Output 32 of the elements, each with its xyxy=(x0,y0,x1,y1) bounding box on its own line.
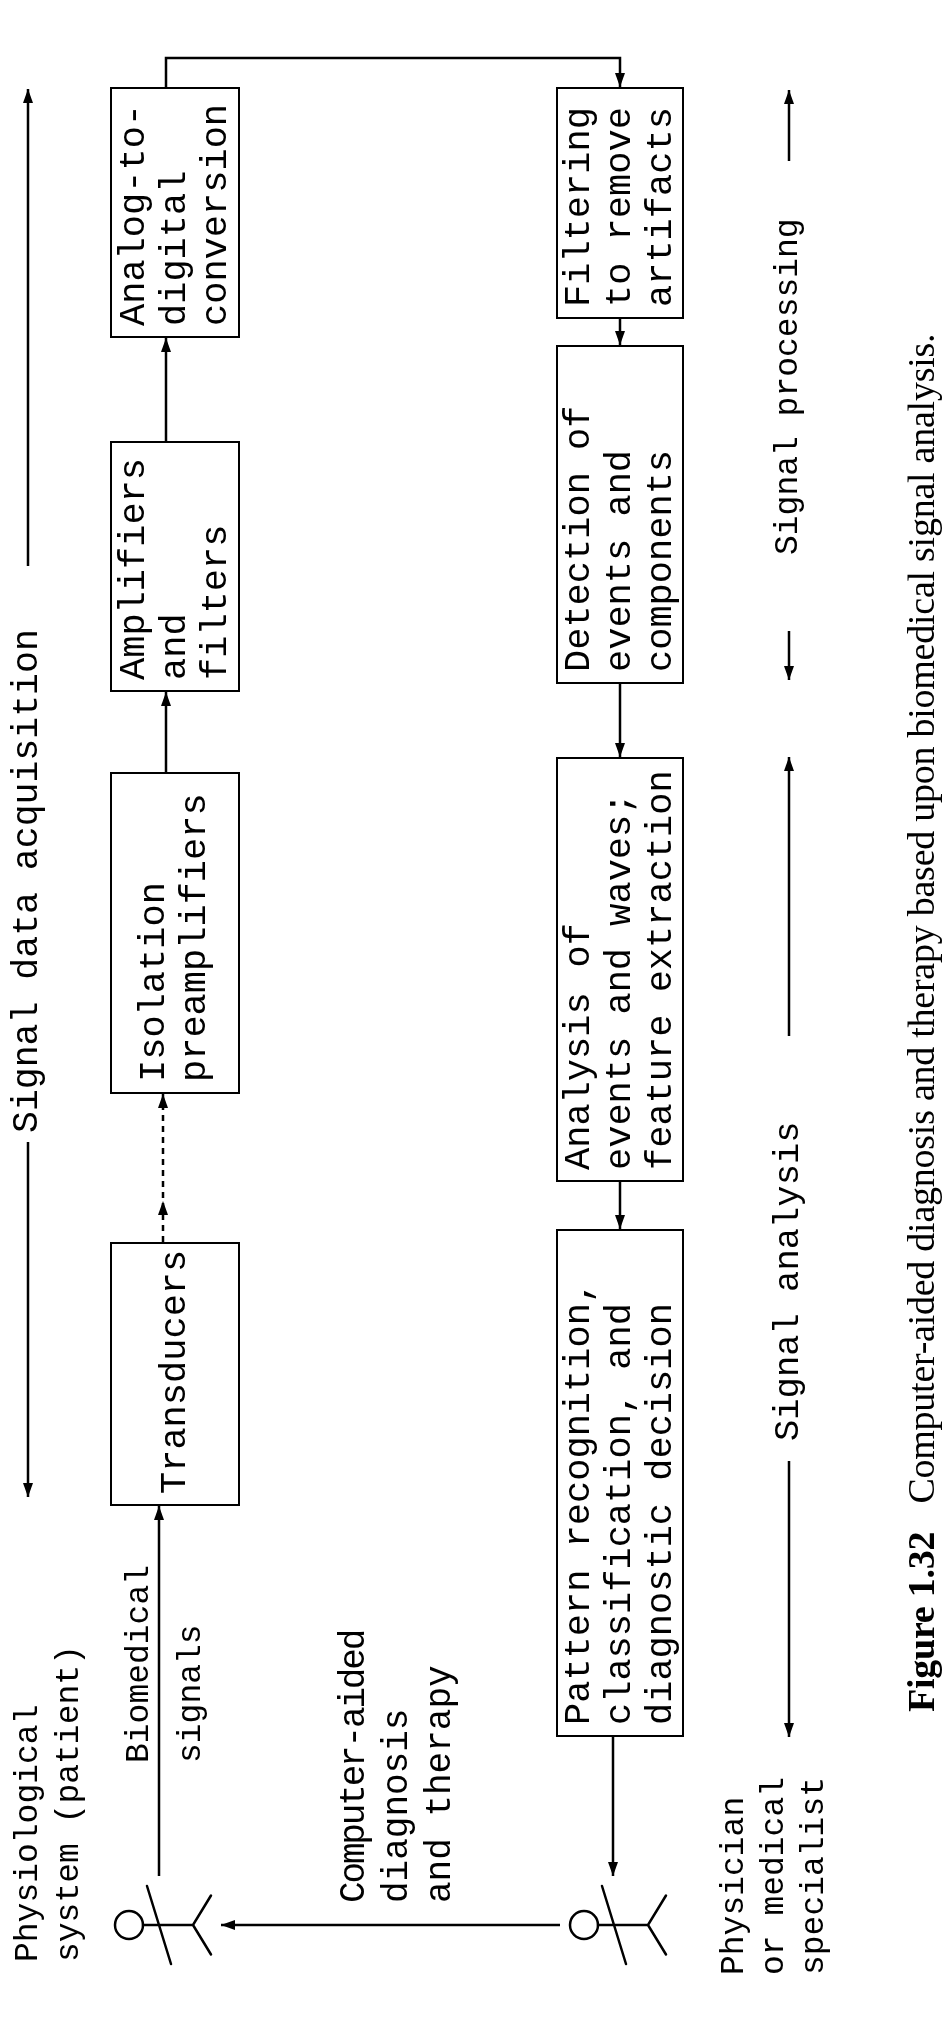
step-label: Transducers xyxy=(154,1248,196,1494)
arrow xyxy=(161,338,171,441)
arrow xyxy=(615,684,625,757)
dashed-arrow xyxy=(158,1094,168,1242)
person-figure xyxy=(568,1884,668,1966)
arrow xyxy=(164,56,625,87)
step-label: Detection of events and components xyxy=(558,404,682,672)
person-figure xyxy=(113,1884,213,1966)
edge-label: Computer-aided diagnosis and therapy xyxy=(333,1629,462,1903)
phase-label: Signal processing xyxy=(769,218,808,555)
edge-label: Biomedical signals xyxy=(120,1563,211,1763)
arrow xyxy=(221,1920,560,1930)
process-box xyxy=(556,345,684,684)
step-label: Amplifiers and filters xyxy=(113,456,237,680)
step-label: Analog-to-digital conversion xyxy=(113,102,237,326)
arrow xyxy=(615,1182,625,1229)
step-label: Filtering to remove artifacts xyxy=(558,106,682,307)
person-label: Physiological system (patient) xyxy=(9,1644,89,1962)
process-box xyxy=(110,1242,240,1506)
step-label: Pattern recognition, classification, and diagnostic decision xyxy=(558,1279,682,1725)
phase-label: Signal data acquisition xyxy=(7,629,49,1133)
arrow xyxy=(161,692,171,772)
phase-label: Signal analysis xyxy=(768,1121,810,1441)
process-box xyxy=(556,87,684,319)
text-label: Physician or medical specialist xyxy=(715,1775,834,1975)
figure-caption: Figure 1.32 Computer-aided diagnosis and therapy based upon biomedical signal analysis. xyxy=(900,333,942,1712)
arrow xyxy=(608,1737,618,1876)
process-box xyxy=(110,772,240,1094)
arrow xyxy=(154,1506,164,1876)
step-label: Analysis of events and waves; feature extraction xyxy=(558,769,682,1170)
step-label: Isolation preamplifiers xyxy=(134,792,216,1082)
arrow xyxy=(615,319,625,345)
